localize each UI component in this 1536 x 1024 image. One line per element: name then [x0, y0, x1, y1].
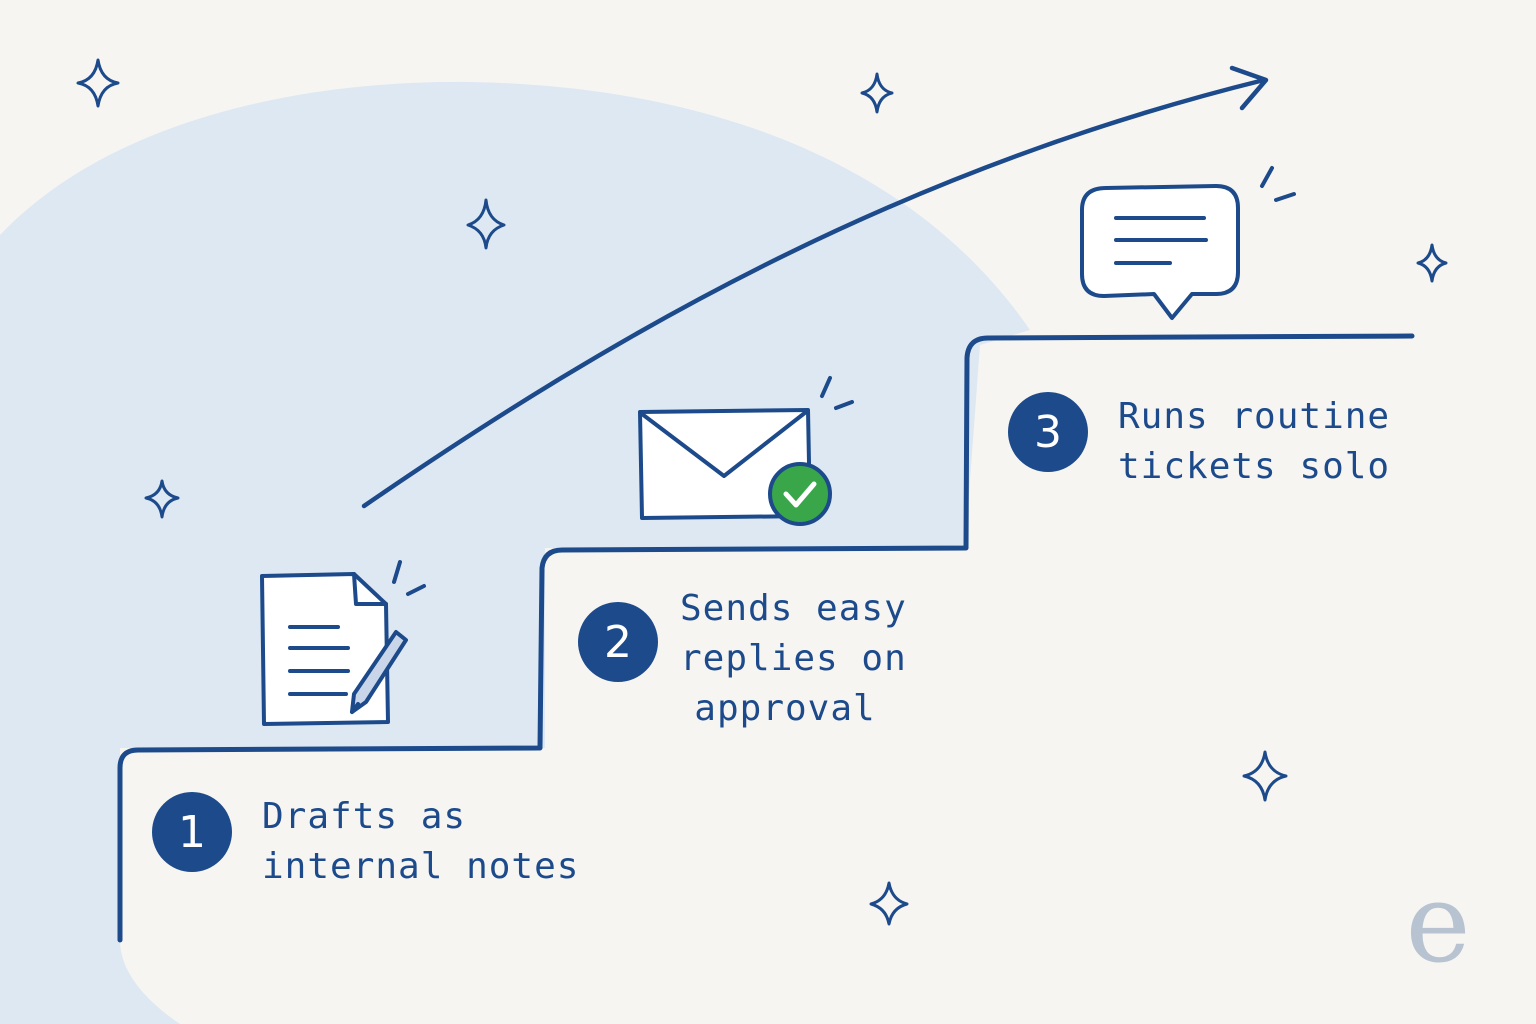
- step-3-label-line: Runs routine: [1118, 396, 1391, 437]
- step-3-label: Runs routine tickets solo: [1118, 392, 1390, 492]
- sparkle-icon: [860, 72, 894, 114]
- step-1-label-line: Drafts as: [262, 796, 467, 837]
- step-1-badge: 1: [152, 792, 232, 872]
- step-3-badge: 3: [1008, 392, 1088, 472]
- step-2-label-line: approval: [694, 688, 876, 729]
- step-2-label-line: Sends easy: [680, 588, 907, 629]
- chat-bubble-icon: [1080, 166, 1296, 320]
- background-blob: [0, 81, 1030, 1024]
- staircase-line: [117, 333, 1415, 943]
- sparkle-icon: [144, 479, 180, 519]
- growth-arrow-icon: [361, 65, 1269, 509]
- envelope-check-icon: [638, 376, 854, 526]
- sparkle-icon: [466, 198, 506, 250]
- sparkle-icon: [76, 58, 120, 108]
- sparkle-icon: [1416, 243, 1448, 283]
- step-3-label-line: tickets solo: [1118, 446, 1391, 487]
- document-pencil-icon: [260, 560, 426, 726]
- background-blob-lower: [0, 235, 180, 1024]
- step-2-label: Sends easy replies on approval: [680, 584, 907, 734]
- sparkle-icon: [869, 881, 909, 926]
- brand-logo: e: [1405, 859, 1471, 987]
- step-2-label-line: replies on: [680, 638, 907, 679]
- sparkle-icon: [1242, 750, 1288, 802]
- step-1-label: Drafts as internal notes: [262, 792, 579, 892]
- step-2-badge: 2: [578, 602, 658, 682]
- step-1-label-line: internal notes: [262, 846, 580, 887]
